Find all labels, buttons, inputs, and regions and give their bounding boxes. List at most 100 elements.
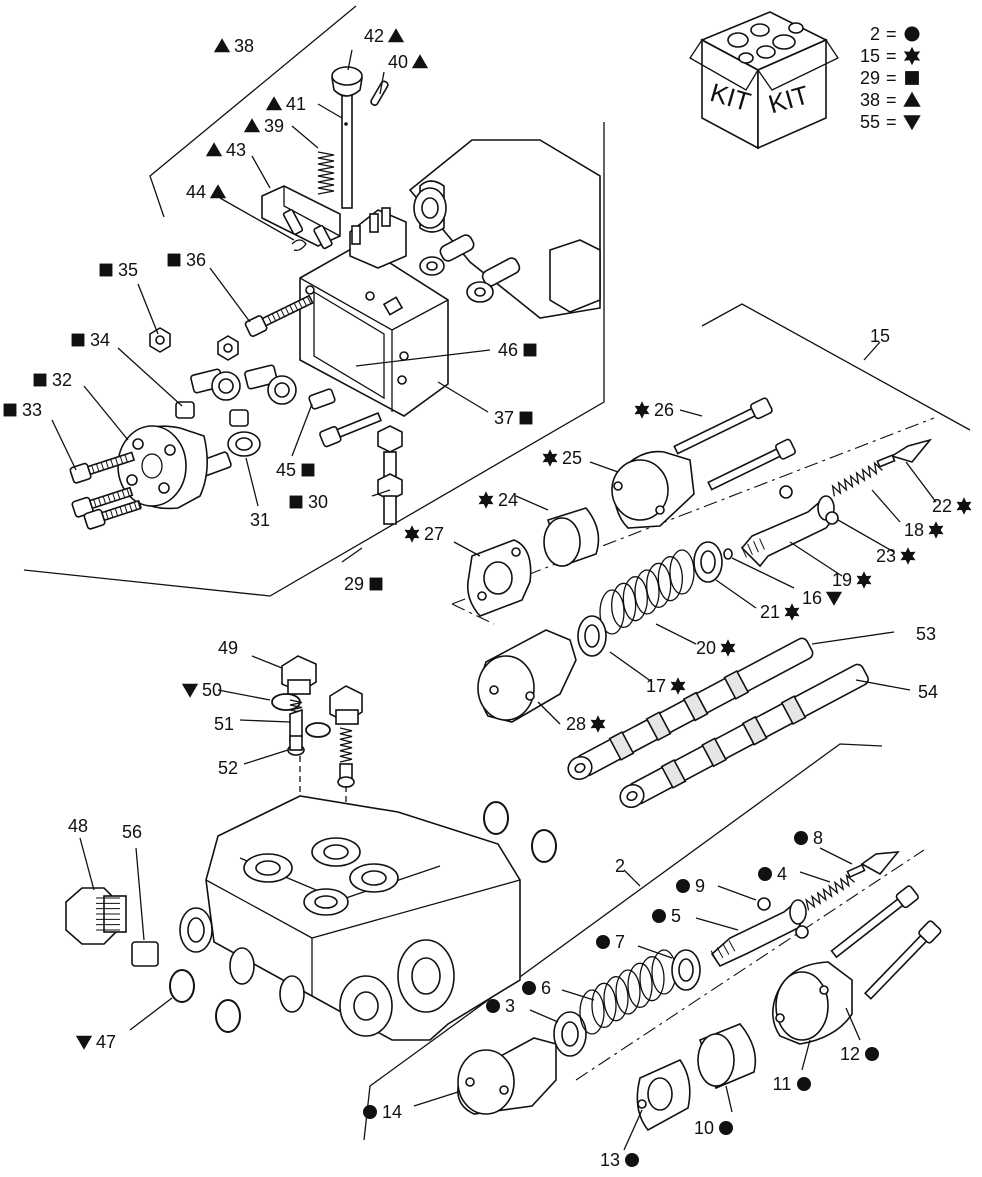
valve-body (179, 795, 521, 1041)
callout-number: 37 (494, 408, 514, 428)
callout-5: 5 (652, 906, 681, 926)
callout-number: 31 (250, 510, 270, 530)
callout-number: 26 (654, 400, 674, 420)
thread-line (284, 307, 290, 315)
callout-17: 17 (646, 676, 686, 696)
callout-41: 41 (265, 94, 306, 114)
thread-line (289, 304, 294, 313)
callout-number: 56 (122, 822, 142, 842)
spring-coil (611, 582, 637, 628)
callout-number: 18 (904, 520, 924, 540)
circle-symbol-icon (719, 1121, 733, 1135)
circle-symbol-icon (522, 981, 536, 995)
legend-equals: = (886, 112, 897, 132)
callout-number: 9 (695, 876, 705, 896)
triangle-up-symbol-icon (209, 184, 227, 199)
callout-47: 47 (75, 1032, 116, 1052)
callout-number: 25 (562, 448, 582, 468)
star-symbol-icon (784, 603, 800, 621)
square-symbol-icon (3, 403, 17, 417)
thread-line (298, 300, 303, 309)
spring-coil (831, 461, 883, 497)
callout-number: 12 (840, 1044, 860, 1064)
star-symbol-icon (404, 525, 420, 543)
callout-37: 37 (494, 408, 533, 428)
spring-coil (579, 989, 605, 1035)
callout-24: 24 (478, 490, 518, 510)
thread-line (267, 315, 272, 324)
legend-row: 55= (860, 112, 921, 132)
callout-46: 46 (498, 340, 537, 360)
triangle-down-symbol-icon (181, 683, 199, 698)
callout-number: 24 (498, 490, 518, 510)
spring-coil (591, 982, 617, 1028)
callout-31: 31 (250, 510, 270, 530)
callout-36: 36 (167, 250, 206, 270)
callout-26: 26 (634, 400, 674, 420)
callout-39: 39 (243, 116, 284, 136)
spring-coil (615, 969, 641, 1015)
callout-10: 10 (694, 1118, 733, 1138)
spring-coil (599, 589, 625, 635)
callout-44: 44 (186, 182, 227, 202)
thread-line (306, 296, 312, 305)
circle-symbol-icon (758, 867, 772, 881)
callout-number: 8 (813, 828, 823, 848)
square-symbol-icon (99, 263, 113, 277)
legend-row: 15= (860, 46, 921, 66)
callout-number: 5 (671, 906, 681, 926)
circle-symbol-icon (797, 1077, 811, 1091)
callout-8: 8 (794, 828, 823, 848)
callout-number: 49 (218, 638, 238, 658)
thread-line (280, 309, 285, 317)
callout-45: 45 (276, 460, 315, 480)
thread-line (293, 302, 299, 311)
callout-29: 29 (344, 574, 383, 594)
callout-number: 21 (760, 602, 780, 622)
callout-4: 4 (758, 864, 787, 884)
star-symbol-icon (634, 401, 650, 419)
legend-row: 38= (860, 90, 921, 110)
spring-coil (657, 556, 683, 602)
thread-line (710, 950, 718, 962)
legend-number: 38 (860, 90, 880, 110)
legend-equals: = (886, 24, 897, 44)
callout-number: 41 (286, 94, 306, 114)
callout-number: 30 (308, 492, 328, 512)
triangle-up-symbol-icon (265, 96, 283, 111)
square-symbol-icon (289, 495, 303, 509)
callout-number: 7 (615, 932, 625, 952)
callout-number: 43 (226, 140, 246, 160)
spring-coil (639, 956, 665, 1002)
callout-19: 19 (832, 570, 872, 590)
callout-number: 23 (876, 546, 896, 566)
callout-number: 11 (773, 1074, 792, 1094)
callout-number: 51 (214, 714, 234, 734)
square-symbol-icon (301, 463, 315, 477)
thread-line (747, 543, 753, 556)
callout-number: 29 (344, 574, 364, 594)
callout-16: 16 (802, 588, 843, 608)
leader-lines (51, 49, 937, 1151)
callout-number: 40 (388, 52, 408, 72)
spool-kit-assembly-15 (466, 397, 933, 863)
callout-25: 25 (542, 448, 582, 468)
callout-40: 40 (388, 52, 429, 72)
callout-number: 39 (264, 116, 284, 136)
callout-20: 20 (696, 638, 736, 658)
square-symbol-icon (905, 71, 919, 85)
port-plug-assembly (65, 887, 241, 1033)
spring-coil (646, 562, 672, 608)
callout-51: 51 (214, 714, 234, 734)
callout-22: 22 (932, 496, 972, 516)
star-symbol-icon (928, 521, 944, 539)
callout-35: 35 (99, 260, 138, 280)
callout-9: 9 (676, 876, 705, 896)
callout-labels: 2345678910111213141516171819202122232425… (3, 26, 972, 1170)
star-symbol-icon (856, 571, 872, 589)
callout-number: 50 (202, 680, 222, 700)
callout-number: 36 (186, 250, 206, 270)
callout-15: 15 (870, 326, 890, 346)
callout-number: 4 (777, 864, 787, 884)
callout-number: 35 (118, 260, 138, 280)
